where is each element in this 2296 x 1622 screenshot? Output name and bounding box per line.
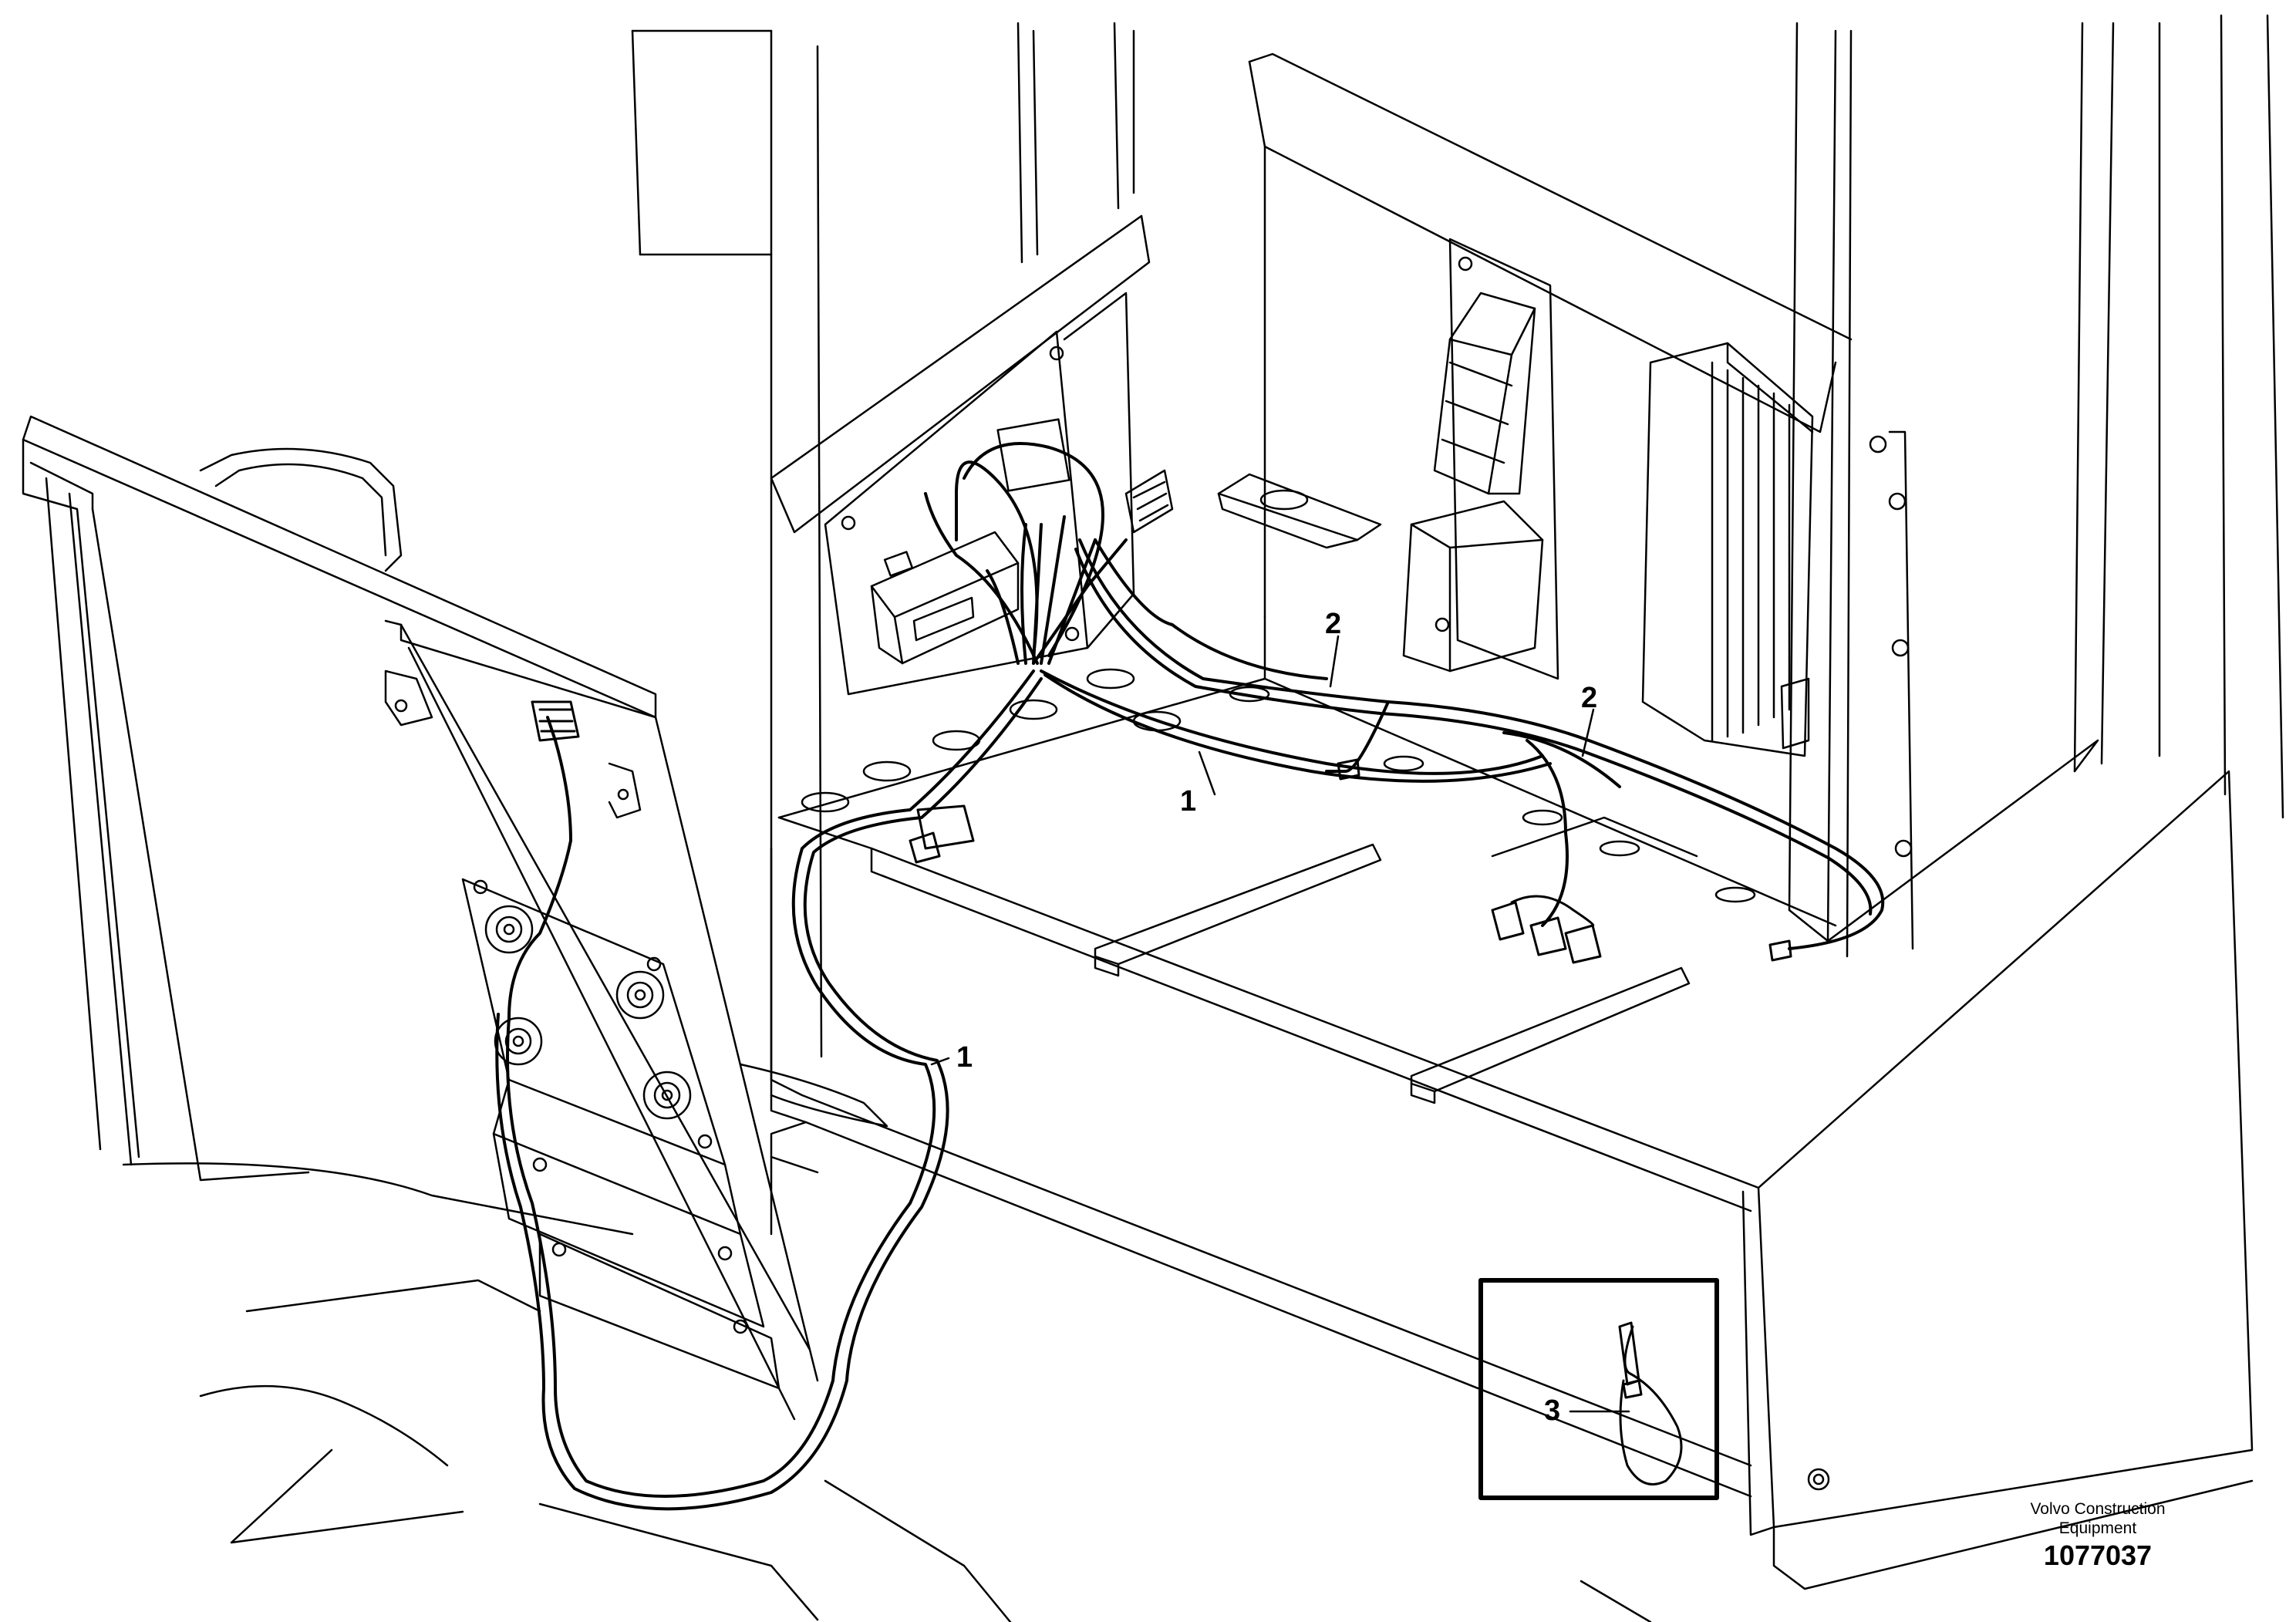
callout-item-2-center: 2 — [1325, 608, 1342, 640]
cab-structure — [631, 14, 2284, 1590]
connector-group — [531, 700, 1792, 964]
relay-panel-left — [770, 214, 1174, 696]
wire-harness-1 — [495, 442, 1569, 1511]
callout-item-1-lower: 1 — [956, 1041, 973, 1074]
callout-leaders — [930, 635, 1630, 1413]
wire-harness-2 — [1074, 538, 1885, 950]
callout-item-3-detail: 3 — [1544, 1394, 1561, 1427]
callout-item-2-right: 2 — [1581, 682, 1598, 714]
callout-item-1-upper: 1 — [1180, 785, 1197, 818]
detail-box-cable-tie — [1478, 1278, 1719, 1500]
manufacturer-credit: Volvo Construction Equipment — [1998, 1499, 2198, 1538]
manufacturer-line-2: Equipment — [2058, 1519, 2137, 1537]
switch-knob-group — [484, 905, 692, 1120]
left-door — [22, 415, 1652, 1622]
manufacturer-line-1: Volvo Construction — [2030, 1500, 2166, 1518]
illustration-number: 1077037 — [2043, 1539, 2153, 1571]
right-wall-components — [1217, 238, 1914, 950]
